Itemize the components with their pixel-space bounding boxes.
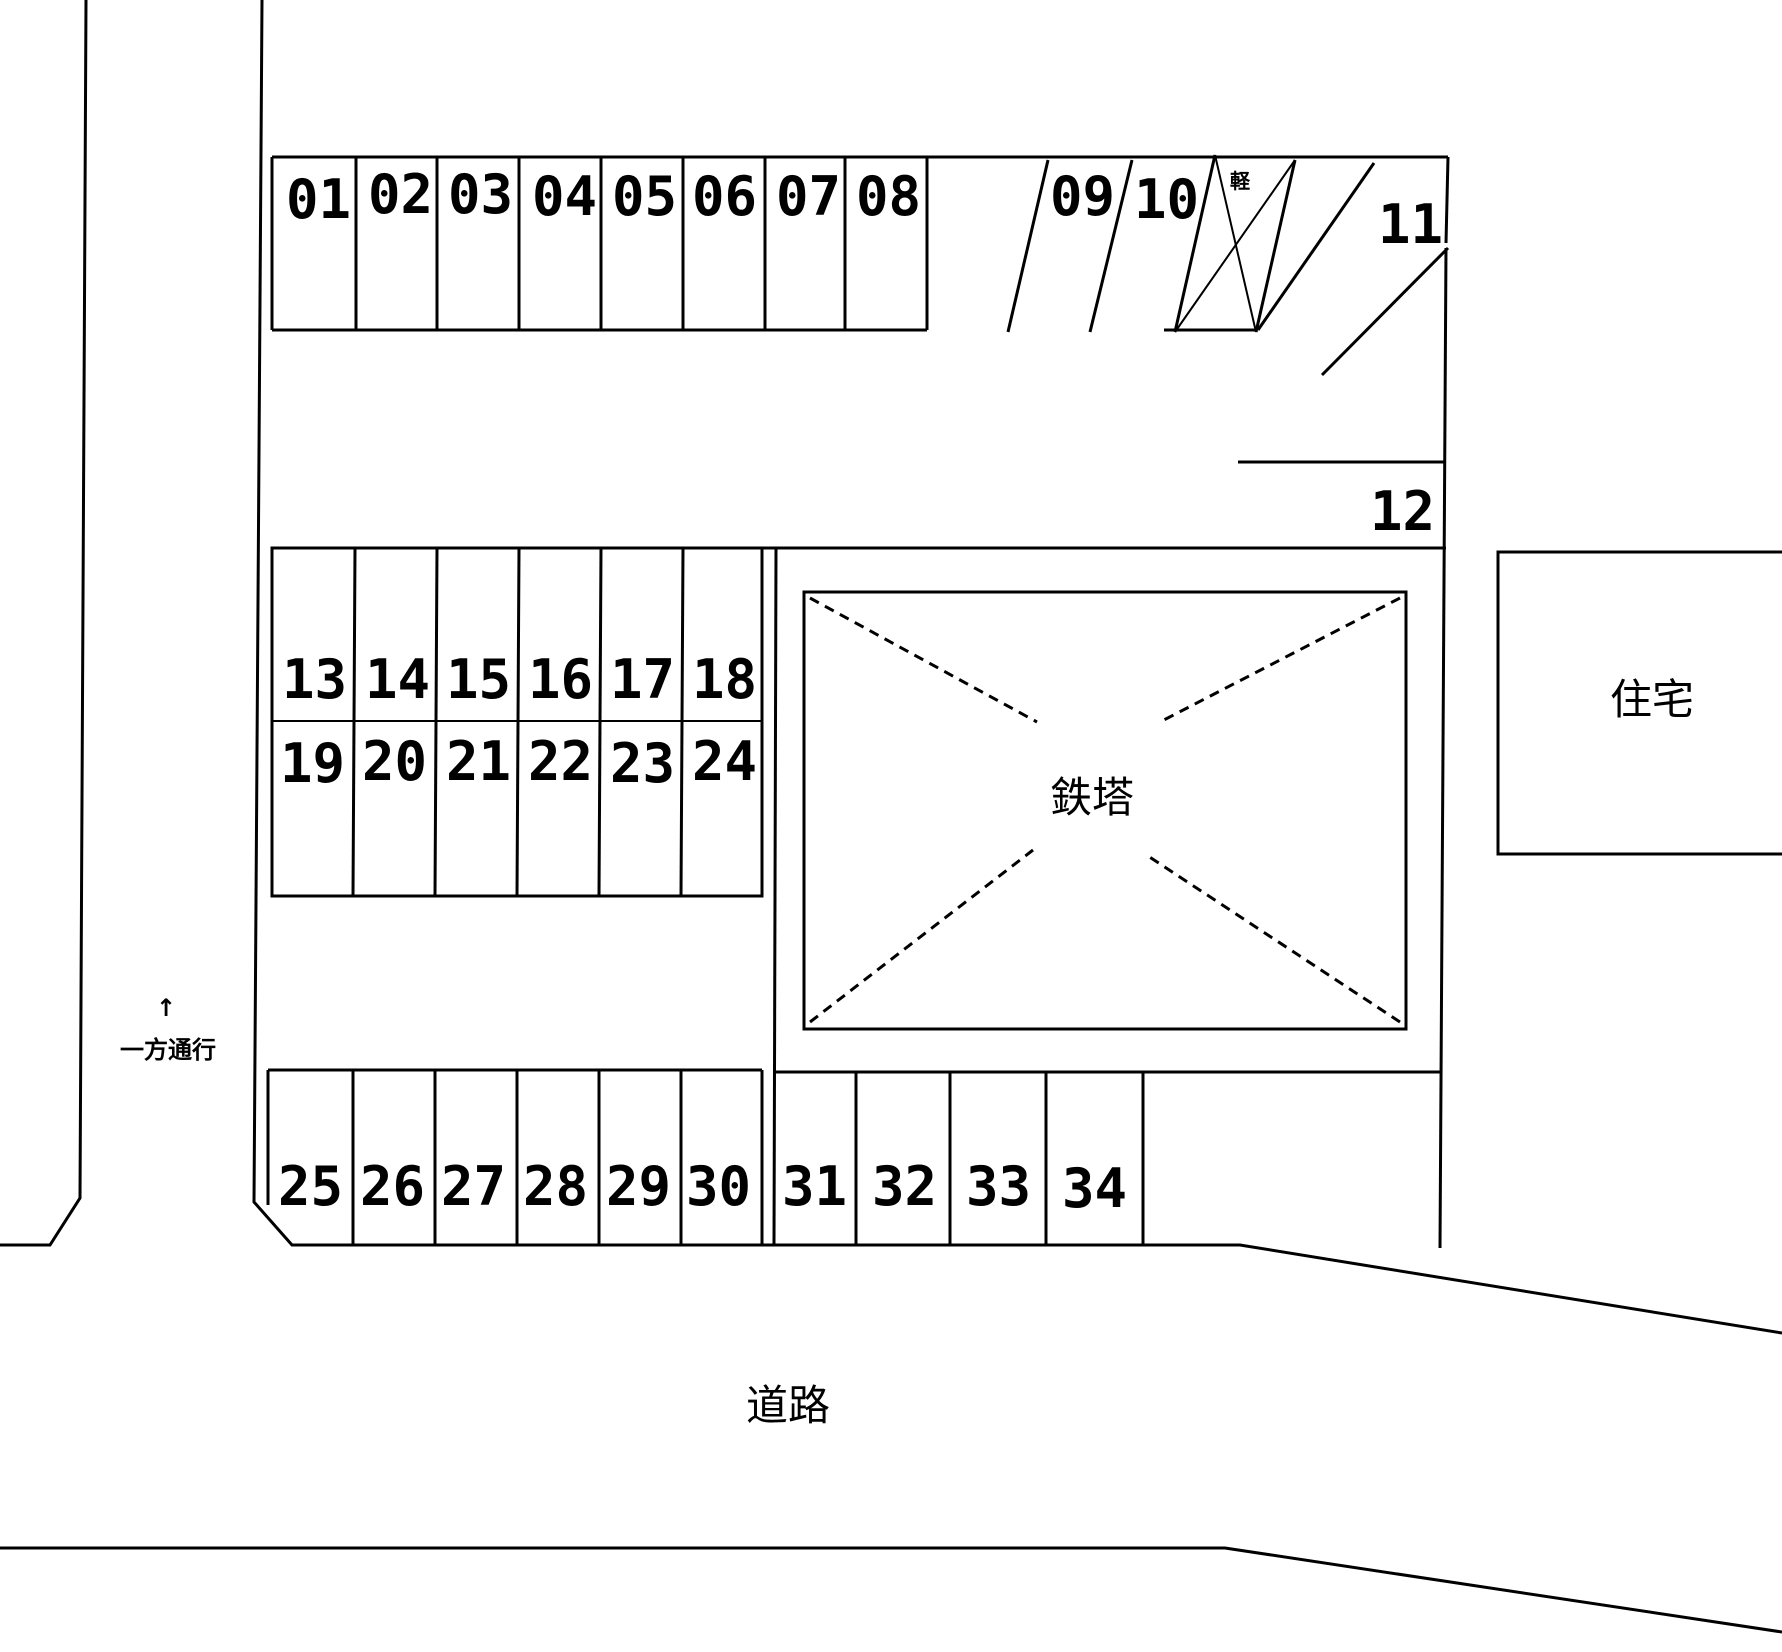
- one-way-label: 一方通行: [120, 1036, 216, 1064]
- middle-row-spaces: [270, 546, 778, 1246]
- tower-area: [776, 590, 1440, 1074]
- space-20: 20: [362, 730, 427, 793]
- space-02: 02: [368, 163, 433, 226]
- house: [1496, 550, 1782, 856]
- space-17: 17: [610, 648, 675, 711]
- space-06: 06: [692, 165, 757, 228]
- space-34: 34: [1062, 1157, 1127, 1220]
- space-29: 29: [606, 1155, 671, 1218]
- road-edge: [0, 1546, 1782, 1634]
- space-14: 14: [365, 648, 430, 711]
- space-16: 16: [528, 648, 593, 711]
- space-24: 24: [692, 730, 757, 793]
- diagonal-spaces: [1006, 154, 1450, 377]
- space-numbers: 01 02 03 04 05 06 07 08 09 10 11 12 13 1…: [278, 163, 1443, 1220]
- space-13: 13: [282, 648, 347, 711]
- space-28: 28: [523, 1155, 588, 1218]
- space-12: 12: [1370, 480, 1435, 543]
- space-01: 01: [286, 168, 351, 231]
- space-33: 33: [966, 1155, 1031, 1218]
- small-car-mark: 軽: [1230, 169, 1251, 193]
- space-09: 09: [1050, 165, 1115, 228]
- space-22: 22: [528, 730, 593, 793]
- space-30: 30: [686, 1155, 751, 1218]
- bottom-row-spaces: [266, 1068, 1145, 1245]
- space-19: 19: [280, 732, 345, 795]
- space-18: 18: [692, 648, 757, 711]
- road-label: 道路: [746, 1381, 830, 1430]
- space-31: 31: [782, 1155, 847, 1218]
- space-23: 23: [610, 732, 675, 795]
- one-way-arrow-icon: ↑: [156, 994, 176, 1022]
- space-08: 08: [856, 165, 921, 228]
- space-03: 03: [448, 163, 513, 226]
- space-07: 07: [776, 165, 841, 228]
- space-21: 21: [446, 730, 511, 793]
- tower-label: 鉄塔: [1050, 773, 1134, 822]
- left-lane: [0, 0, 1782, 1335]
- space-25: 25: [278, 1155, 343, 1218]
- space-27: 27: [441, 1155, 506, 1218]
- space-32: 32: [872, 1155, 937, 1218]
- top-row-spaces: [270, 157, 929, 332]
- space-26: 26: [360, 1155, 425, 1218]
- space-04: 04: [532, 165, 597, 228]
- house-label: 住宅: [1610, 675, 1694, 724]
- space-10: 10: [1134, 168, 1199, 231]
- space-11: 11: [1378, 193, 1443, 256]
- space-05: 05: [612, 165, 677, 228]
- space-15: 15: [446, 648, 511, 711]
